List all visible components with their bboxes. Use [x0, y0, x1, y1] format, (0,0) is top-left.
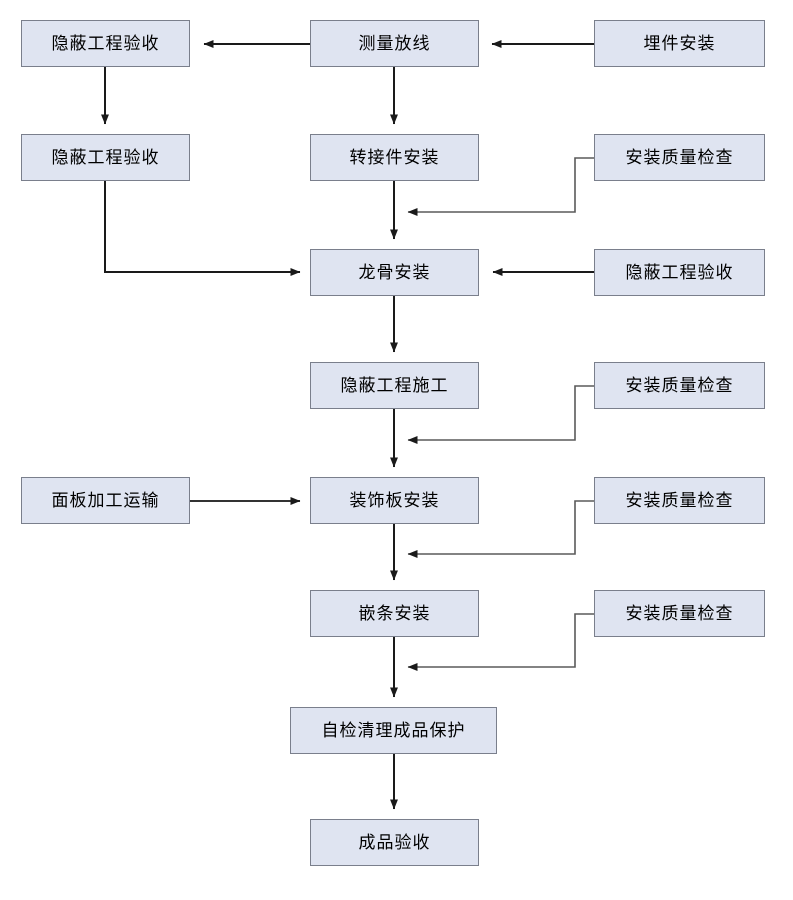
node-yinbi-gongcheng-yanshou-1[interactable]: 隐蔽工程验收: [21, 20, 190, 67]
node-label: 埋件安装: [643, 34, 716, 53]
node-mianban-jiagong-yunshu[interactable]: 面板加工运输: [21, 477, 190, 524]
node-label: 转接件安装: [349, 148, 440, 167]
node-label: 隐蔽工程验收: [625, 263, 734, 282]
node-anzhuang-zhiliang-jiancha-1[interactable]: 安装质量检查: [594, 134, 765, 181]
node-zhuanjiejian-anzhuang[interactable]: 转接件安装: [310, 134, 479, 181]
node-label: 隐蔽工程验收: [51, 34, 160, 53]
node-label: 隐蔽工程验收: [51, 148, 160, 167]
edge-yanshou2-to-longgu: [104, 181, 301, 276]
node-maijian-anzhuang[interactable]: 埋件安装: [594, 20, 765, 67]
node-label: 测量放线: [358, 34, 431, 53]
node-label: 安装质量检查: [625, 148, 734, 167]
node-label: 装饰板安装: [349, 491, 440, 510]
node-chengpin-yanshou[interactable]: 成品验收: [310, 819, 479, 866]
node-label: 成品验收: [358, 833, 431, 852]
node-anzhuang-zhiliang-jiancha-2[interactable]: 安装质量检查: [594, 362, 765, 409]
node-label: 龙骨安装: [358, 263, 431, 282]
node-celiang-fangxian[interactable]: 测量放线: [310, 20, 479, 67]
node-zhuangshiban-anzhuang[interactable]: 装饰板安装: [310, 477, 479, 524]
node-label: 自检清理成品保护: [321, 721, 466, 740]
node-zijian-qingli-chengpin-baohu[interactable]: 自检清理成品保护: [290, 707, 497, 754]
node-yinbi-gongcheng-shigong[interactable]: 隐蔽工程施工: [310, 362, 479, 409]
node-anzhuang-zhiliang-jiancha-4[interactable]: 安装质量检查: [594, 590, 765, 637]
node-label: 隐蔽工程施工: [340, 376, 449, 395]
node-label: 安装质量检查: [625, 376, 734, 395]
node-label: 面板加工运输: [51, 491, 160, 510]
node-label: 嵌条安装: [358, 604, 431, 623]
node-anzhuang-zhiliang-jiancha-3[interactable]: 安装质量检查: [594, 477, 765, 524]
node-label: 安装质量检查: [625, 604, 734, 623]
node-qiantiao-anzhuang[interactable]: 嵌条安装: [310, 590, 479, 637]
node-yinbi-gongcheng-yanshou-2[interactable]: 隐蔽工程验收: [21, 134, 190, 181]
node-yinbi-gongcheng-yanshou-3[interactable]: 隐蔽工程验收: [594, 249, 765, 296]
node-longgu-anzhuang[interactable]: 龙骨安装: [310, 249, 479, 296]
node-label: 安装质量检查: [625, 491, 734, 510]
